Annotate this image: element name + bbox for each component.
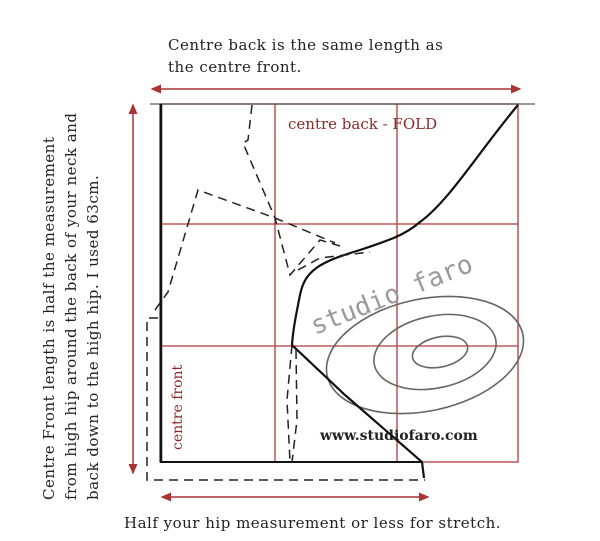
watermark-url: www.studiofaro.com: [319, 428, 478, 444]
left-note-line3: back down to the high hip. I used 63cm.: [84, 175, 102, 500]
studio-faro-logo: [325, 295, 525, 415]
left-note-line1: Centre Front length is half the measurem…: [40, 137, 58, 500]
watermark-brand: studio faro: [306, 249, 477, 341]
pattern-grid: [159, 103, 519, 463]
bottom-note: Half your hip measurement or less for st…: [124, 514, 501, 532]
top-note-line2: the centre front.: [168, 58, 302, 76]
dashed-guides: [146, 104, 425, 481]
left-note: Centre Front length is half the measurem…: [40, 113, 102, 501]
left-note-line2: from high hip around the back of your ne…: [62, 113, 80, 501]
centre-front-label: centre front: [170, 364, 186, 450]
top-note-line1: Centre back is the same length as: [168, 36, 443, 54]
pattern-cut-line: [290, 104, 519, 479]
centre-back-label: centre back - FOLD: [288, 115, 437, 133]
